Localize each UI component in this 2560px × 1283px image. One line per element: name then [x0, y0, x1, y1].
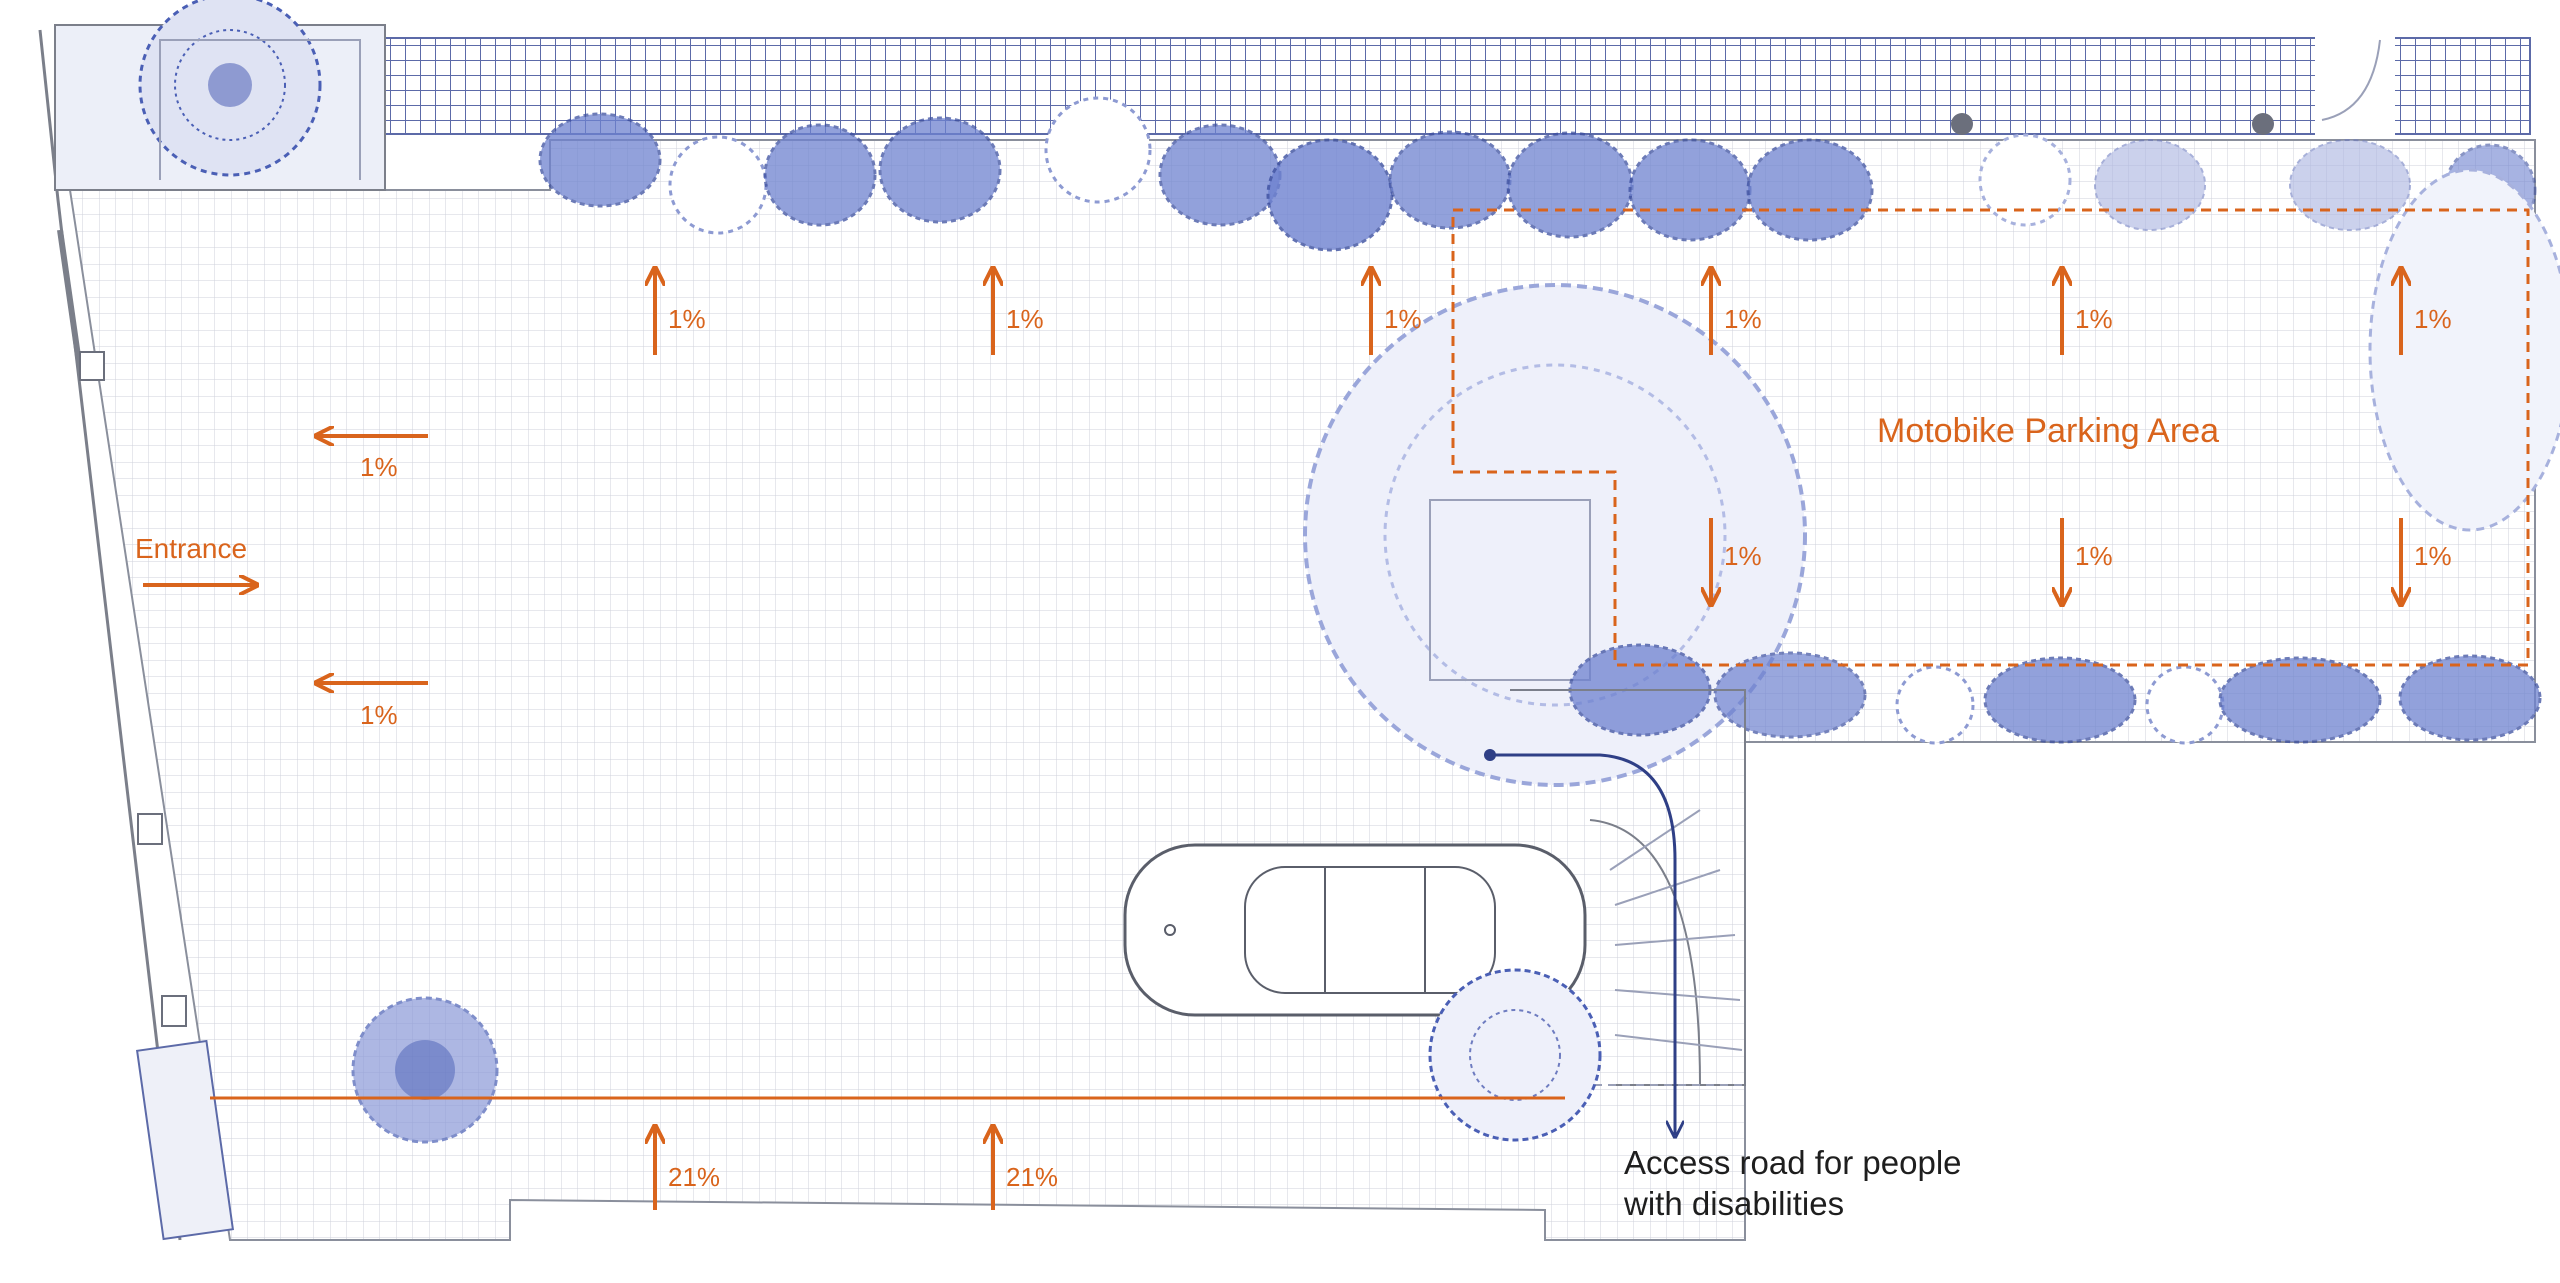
access-road-label-line1: Access road for people [1624, 1144, 1962, 1181]
tree-icon [138, 0, 322, 177]
slope-label-bottom-1: 21% [668, 1162, 720, 1192]
slope-arrow: 1% [1371, 270, 1422, 355]
motobike-parking-zone [1451, 208, 2530, 667]
fence-gate-gap [2315, 36, 2395, 136]
shrub-icon [351, 996, 499, 1144]
wall-pillar [137, 813, 163, 845]
bollard-icon [2252, 113, 2274, 135]
access-road-label-line2: with disabilities [1623, 1185, 1844, 1222]
slope-label-park-1: 1% [1724, 541, 1762, 571]
slope-arrow: 1% [1711, 518, 1762, 603]
accessible-route [1490, 753, 1675, 1135]
slope-label-top-5: 1% [2075, 304, 2113, 334]
slope-label-left-2: 1% [360, 700, 398, 730]
wall-pillar [161, 995, 187, 1027]
slope-arrow: 1% [993, 270, 1044, 355]
parking-area-label: Motobike Parking Area [1877, 412, 2219, 450]
slope-label-top-4: 1% [1724, 304, 1762, 334]
slope-label-park-2: 1% [2075, 541, 2113, 571]
slope-label-bottom-2: 21% [1006, 1162, 1058, 1192]
boundary-wall [38, 29, 182, 1241]
slope-arrow: 21% [655, 1128, 720, 1210]
stairs-icon [1510, 689, 1746, 1086]
slope-arrow: 1% [655, 270, 706, 355]
slope-label-left-1: 1% [360, 452, 398, 482]
slope-label-top-6: 1% [2414, 304, 2452, 334]
slope-arrow: 1% [318, 683, 428, 730]
slope-arrow: 1% [2401, 270, 2452, 355]
bollard-icon [1951, 113, 1973, 135]
slope-label-park-3: 1% [2414, 541, 2452, 571]
slope-label-top-1: 1% [668, 304, 706, 334]
entrance-label: Entrance [135, 533, 247, 564]
tree-icon [2368, 168, 2560, 532]
gate-swing [2321, 39, 2381, 121]
slope-arrow: 1% [2401, 518, 2452, 603]
planter-strip [135, 1039, 235, 1241]
slope-arrow: 1% [318, 436, 428, 482]
slope-label-top-3: 1% [1384, 304, 1422, 334]
route-start-dot [1484, 749, 1496, 761]
slope-arrow: 1% [1711, 270, 1762, 355]
garden-path [159, 39, 361, 180]
wall-pillar [79, 351, 105, 381]
perimeter-fence [344, 37, 2531, 135]
slope-arrow: 1% [2062, 518, 2113, 603]
slope-arrow: 21% [993, 1128, 1058, 1210]
car-icon [1123, 843, 1587, 1017]
shrub-icon [1428, 968, 1602, 1142]
slope-arrow: 1% [2062, 270, 2113, 355]
slope-label-top-2: 1% [1006, 304, 1044, 334]
boundary-wall-inner [57, 229, 83, 371]
